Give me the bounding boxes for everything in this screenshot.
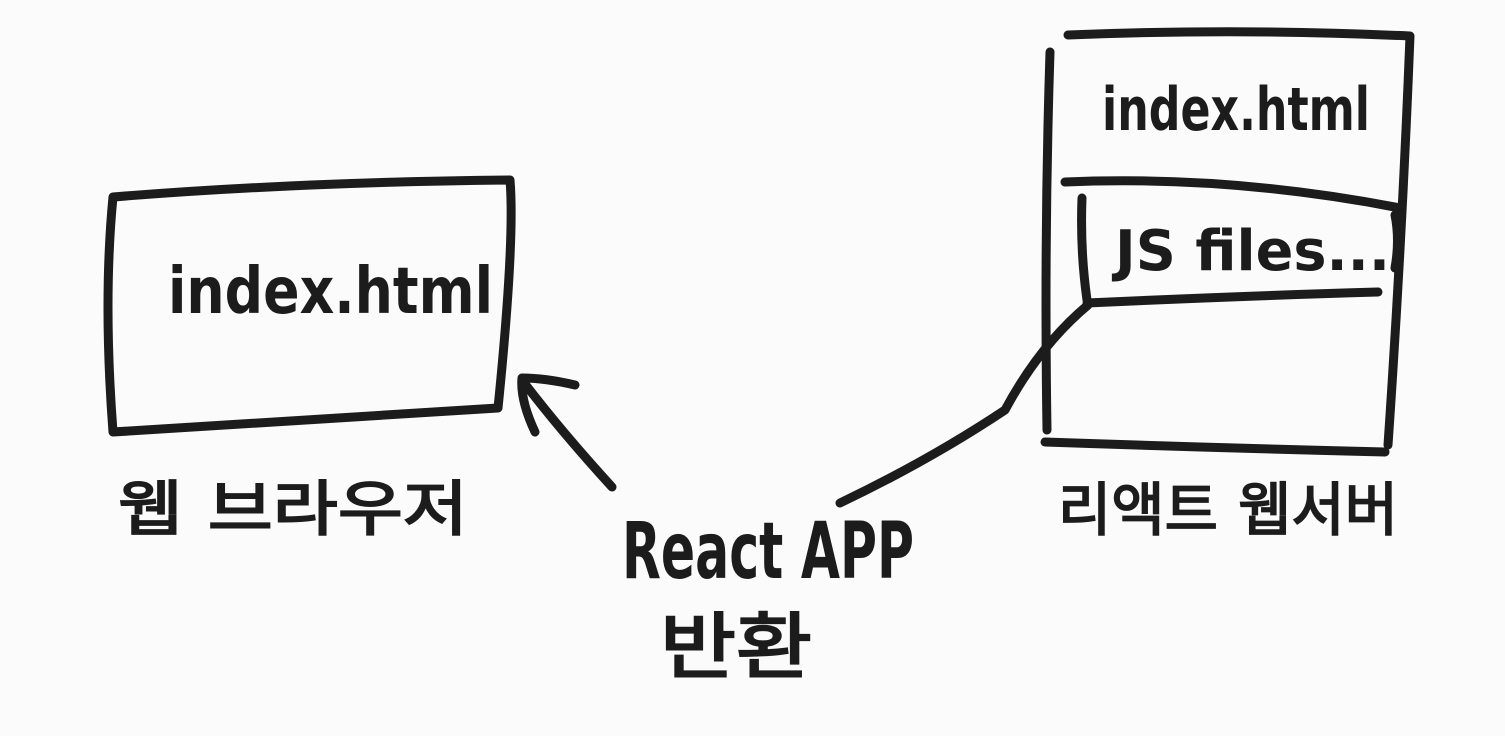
transfer-label-line2: 반환 bbox=[660, 605, 812, 689]
server-divider bbox=[1060, 176, 1405, 213]
browser-box-label: index.html bbox=[168, 255, 493, 329]
server-box bbox=[1063, 27, 1415, 450]
browser-box bbox=[103, 175, 516, 437]
server-top-label: index.html bbox=[1102, 75, 1370, 145]
server-box-bottom-edge bbox=[1040, 437, 1390, 457]
js-files-label: JS files... bbox=[1111, 219, 1390, 284]
js-files-box bbox=[1077, 193, 1402, 308]
server-box-left-edge bbox=[1041, 47, 1055, 435]
return-arrow-head bbox=[517, 373, 580, 437]
browser-caption: 웹 브라우저 bbox=[118, 475, 468, 545]
server-caption: 리액트 웹서버 bbox=[1058, 476, 1398, 544]
js-files-connector bbox=[835, 300, 1093, 508]
transfer-label-line1: React APP bbox=[622, 507, 914, 597]
return-arrow bbox=[517, 375, 617, 492]
